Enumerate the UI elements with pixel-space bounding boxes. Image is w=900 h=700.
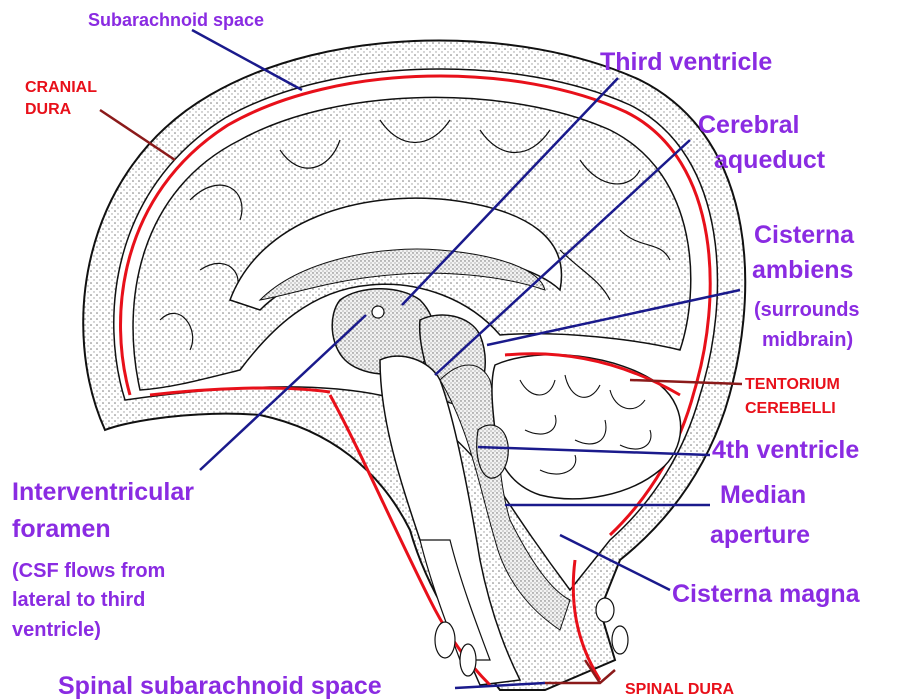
label-spinal-dura: SPINAL DURA: [625, 681, 734, 698]
label-interventricular-line1: Interventricular: [12, 478, 194, 506]
label-tentorium-line1: TENTORIUM: [745, 376, 840, 393]
label-median-aperture-line2: aperture: [710, 521, 810, 549]
label-cisterna-ambiens-line1: Cisterna: [754, 221, 855, 249]
vertebra: [435, 622, 455, 658]
label-cerebral-aqueduct-line1: Cerebral: [698, 111, 799, 139]
label-cranial-dura-line1: CRANIAL: [25, 79, 97, 96]
label-cerebral-aqueduct-line2: aqueduct: [714, 146, 826, 174]
vertebra: [612, 626, 628, 654]
label-4th-ventricle: 4th ventricle: [712, 436, 859, 464]
label-cisterna-ambiens-line2: ambiens: [752, 256, 853, 284]
label-csf-note-line2: lateral to third: [12, 589, 145, 611]
label-tentorium-line2: CEREBELLI: [745, 400, 836, 417]
label-csf-note-line1: (CSF flows from: [12, 560, 165, 582]
fourth-ventricle: [477, 425, 509, 478]
label-cisterna-ambiens-note1: (surrounds: [754, 299, 860, 321]
label-csf-note-line3: ventricle): [12, 619, 101, 641]
label-subarachnoid-space: Subarachnoid space: [88, 10, 264, 30]
vertebra: [596, 598, 614, 622]
vertebra: [460, 644, 476, 676]
label-spinal-subarachnoid-space: Spinal subarachnoid space: [58, 672, 382, 700]
label-cisterna-ambiens-note2: midbrain): [762, 329, 853, 351]
interventricular-foramen-hole: [372, 306, 384, 318]
label-third-ventricle: Third ventricle: [600, 48, 772, 76]
label-cranial-dura-line2: DURA: [25, 101, 72, 118]
label-median-aperture-line1: Median: [720, 481, 806, 509]
label-cisterna-magna: Cisterna magna: [672, 580, 861, 608]
label-interventricular-line2: foramen: [12, 515, 111, 543]
